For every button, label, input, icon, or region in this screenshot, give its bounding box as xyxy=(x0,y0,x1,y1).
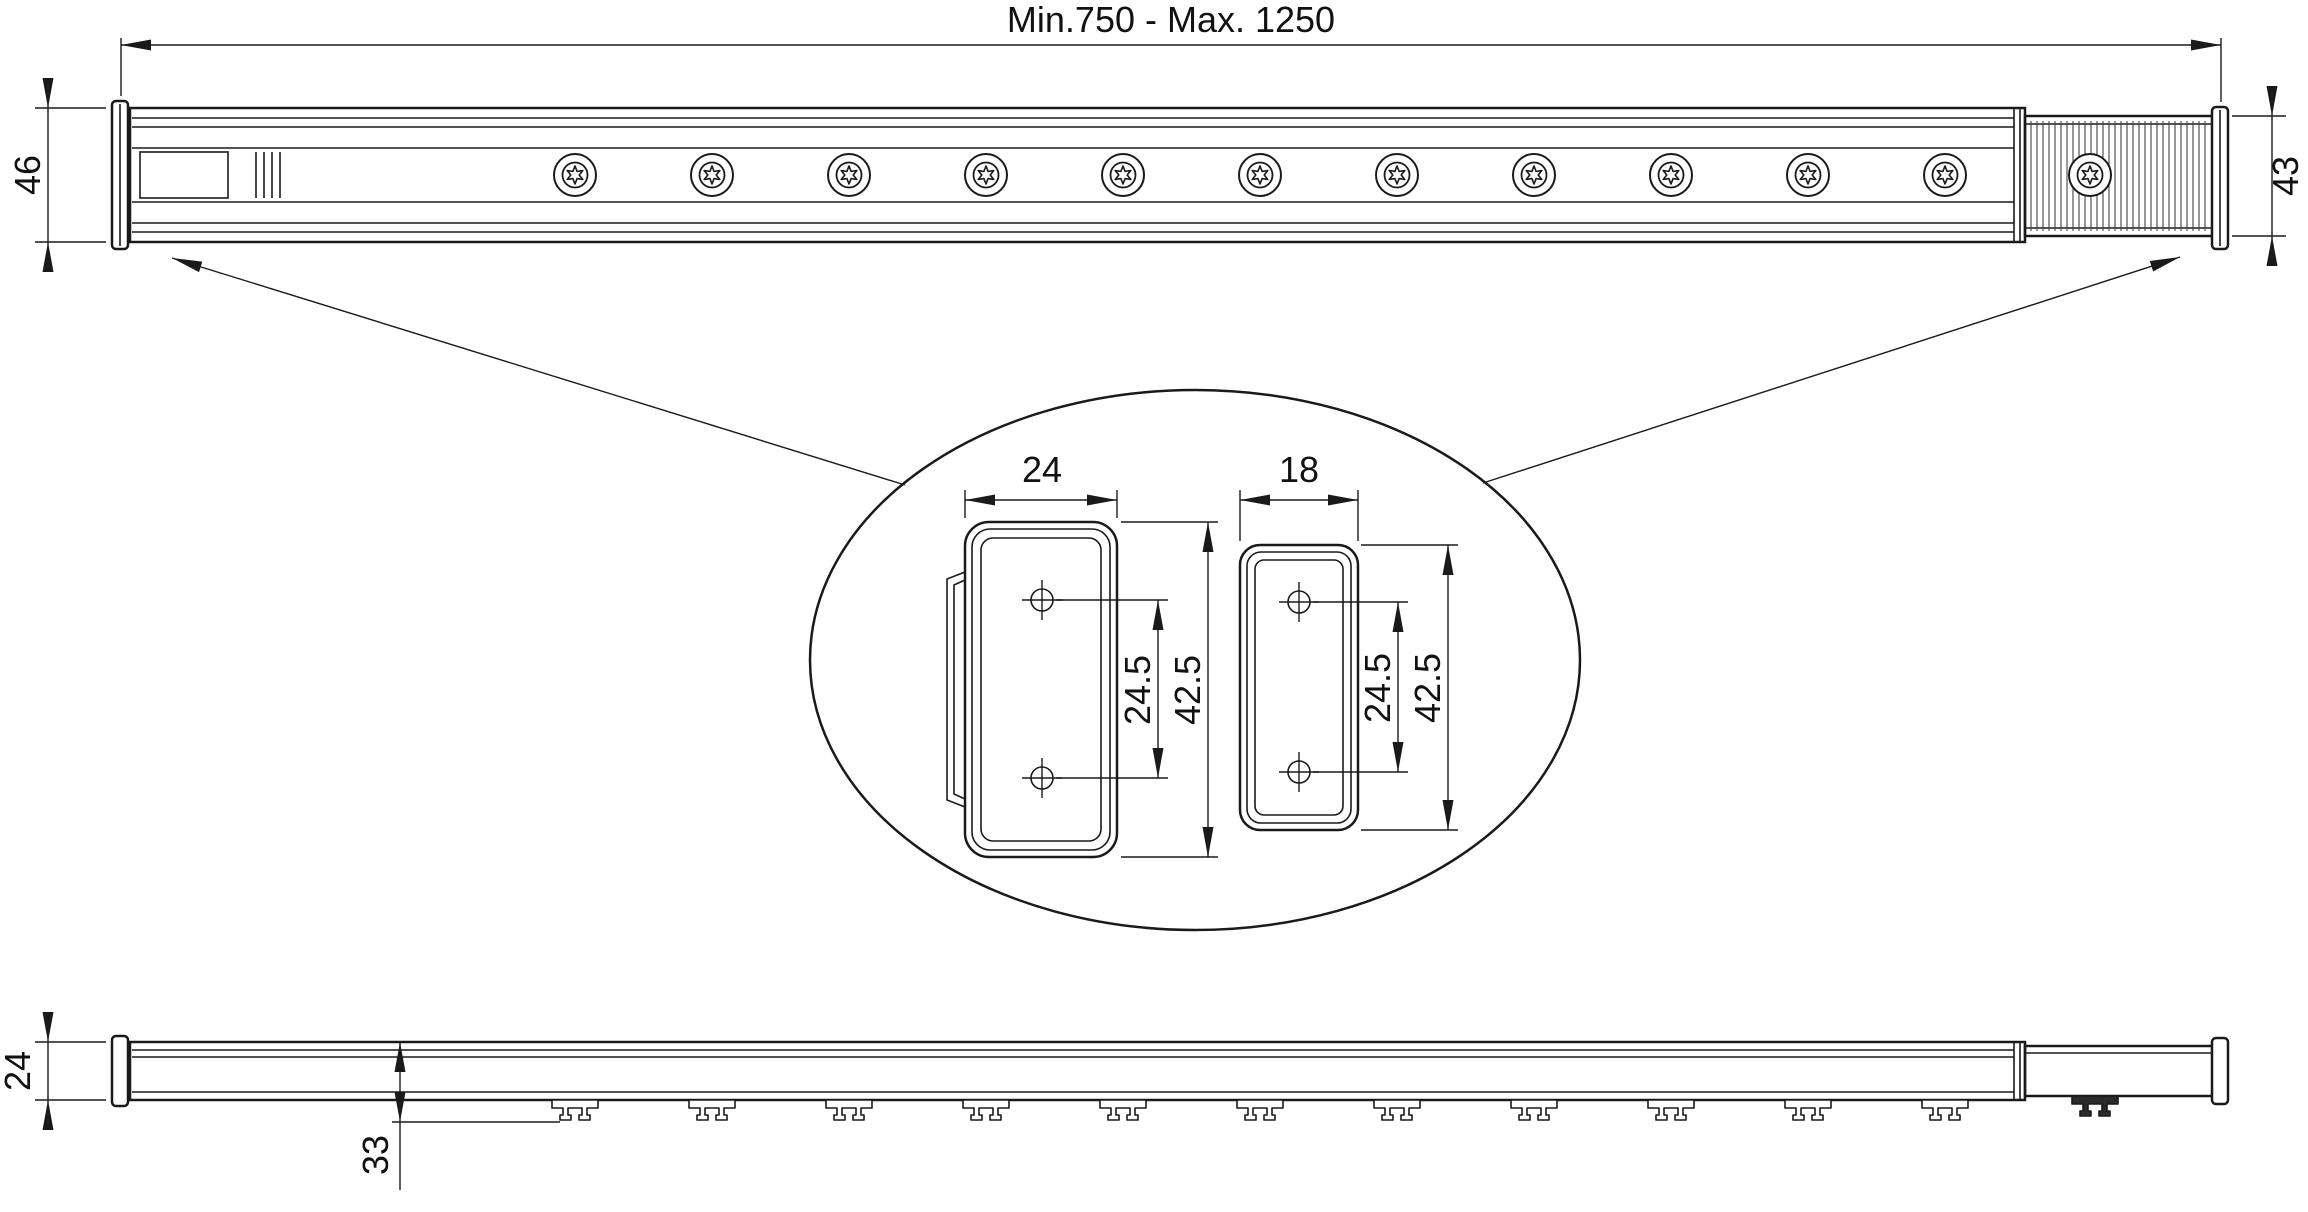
mounting-clip xyxy=(1099,1099,1147,1121)
mounting-clip xyxy=(551,1099,599,1121)
dim-left-height: 46 xyxy=(7,78,106,272)
mounting-clip xyxy=(1236,1099,1284,1121)
dimension-arrowhead xyxy=(1442,800,1454,830)
detail-leader-right xyxy=(1482,251,2182,484)
torx-screw xyxy=(1512,153,1556,197)
latch-detail xyxy=(255,152,281,198)
torx-screw xyxy=(1375,153,1419,197)
detail-right-width-label: 18 xyxy=(1279,449,1319,490)
dimension-arrowhead xyxy=(1202,827,1214,857)
dimension-arrowhead xyxy=(121,39,151,51)
dimension-arrowhead xyxy=(1328,494,1358,506)
dimension-arrowhead xyxy=(1202,522,1214,552)
torx-screw xyxy=(2068,153,2112,197)
dimension-arrowhead xyxy=(2266,86,2278,116)
dim-detail-left-width: 24 xyxy=(964,449,1118,518)
dimension-arrowhead xyxy=(42,1100,54,1130)
dim-detail-left-height: 42.5 xyxy=(1121,521,1218,858)
dimension-arrowhead xyxy=(1152,600,1164,630)
rail-end-cap-right-side xyxy=(2210,1036,2230,1106)
rail-end-cap-left-side xyxy=(110,1034,130,1108)
dim-right-height: 43 xyxy=(2232,86,2306,266)
screw-hole xyxy=(1022,758,1062,798)
detail-left-width-label: 24 xyxy=(1022,449,1062,490)
detail-right-height-label: 42.5 xyxy=(1407,653,1448,723)
dim-side-height: 24 xyxy=(0,1012,106,1130)
dim-overall-length: Min.750 - Max. 1250 xyxy=(120,0,2222,102)
detail-left-height-label: 42.5 xyxy=(1167,655,1208,725)
dimension-arrowhead xyxy=(1392,742,1404,772)
mounting-clip xyxy=(1510,1099,1558,1121)
dimension-arrowhead xyxy=(965,494,995,506)
torx-screw xyxy=(553,153,597,197)
mounting-clip xyxy=(1784,1099,1832,1121)
side-height-label: 24 xyxy=(0,1051,38,1091)
dim-detail-left-hole-spacing: 24.5 xyxy=(1056,599,1168,779)
torx-screw xyxy=(1238,153,1282,197)
rail-top-view xyxy=(110,99,2230,251)
torx-screw xyxy=(1101,153,1145,197)
profile-section-right xyxy=(1238,543,1360,832)
profile-section-left xyxy=(946,520,1119,859)
screw-hole xyxy=(1279,752,1319,792)
dimension-arrowhead xyxy=(2191,39,2221,51)
mounting-clip xyxy=(1647,1099,1695,1121)
dimension-arrowhead xyxy=(42,1012,54,1042)
detail-balloon: 24 24.5 42.5 xyxy=(808,388,1582,932)
dimension-arrowhead xyxy=(1087,494,1117,506)
torx-screw xyxy=(1649,153,1693,197)
rail-outer-body xyxy=(128,106,2027,244)
mounting-clip xyxy=(825,1099,873,1121)
torx-screw xyxy=(690,153,734,197)
dimension-arrowhead xyxy=(394,1092,406,1122)
mounting-clip xyxy=(1921,1099,1969,1121)
dimension-arrowhead xyxy=(2266,236,2278,266)
mounting-clip xyxy=(688,1099,736,1121)
detail-balloon-outline xyxy=(808,388,1582,932)
torx-screw xyxy=(827,153,871,197)
torx-screw xyxy=(1786,153,1830,197)
dim-detail-right-height: 42.5 xyxy=(1361,544,1458,831)
dimension-arrowhead xyxy=(42,242,54,272)
torx-screw xyxy=(1923,153,1967,197)
clip-drop-label: 33 xyxy=(355,1135,396,1175)
left-height-label: 46 xyxy=(7,155,48,195)
dim-detail-right-hole-spacing: 24.5 xyxy=(1313,601,1408,773)
detail-right-hole-spacing-label: 24.5 xyxy=(1357,653,1398,723)
detail-left-hole-spacing-label: 24.5 xyxy=(1117,655,1158,725)
end-stop-clip xyxy=(2071,1095,2119,1117)
dimension-arrowhead xyxy=(42,78,54,108)
mounting-clip xyxy=(962,1099,1010,1121)
leader-arrowhead xyxy=(2149,251,2182,272)
extension-hatching xyxy=(2030,121,2206,231)
dimension-arrowhead xyxy=(1240,494,1270,506)
detail-leader-left xyxy=(170,252,906,486)
right-height-label: 43 xyxy=(2265,156,2306,196)
dim-clip-drop: 33 xyxy=(355,1042,560,1190)
screw-hole xyxy=(1279,582,1319,622)
dimension-arrowhead xyxy=(1152,748,1164,778)
dimension-arrowhead xyxy=(1442,545,1454,575)
dim-detail-right-width: 18 xyxy=(1239,449,1359,541)
leader-arrowhead xyxy=(170,252,203,273)
rail-side-view xyxy=(110,1034,2230,1121)
overall-length-label: Min.750 - Max. 1250 xyxy=(1007,0,1335,40)
dimension-arrowhead xyxy=(1392,602,1404,632)
latch-slot xyxy=(139,151,229,199)
torx-screw xyxy=(964,153,1008,197)
screw-hole xyxy=(1022,580,1062,620)
mounting-clip xyxy=(1373,1099,1421,1121)
